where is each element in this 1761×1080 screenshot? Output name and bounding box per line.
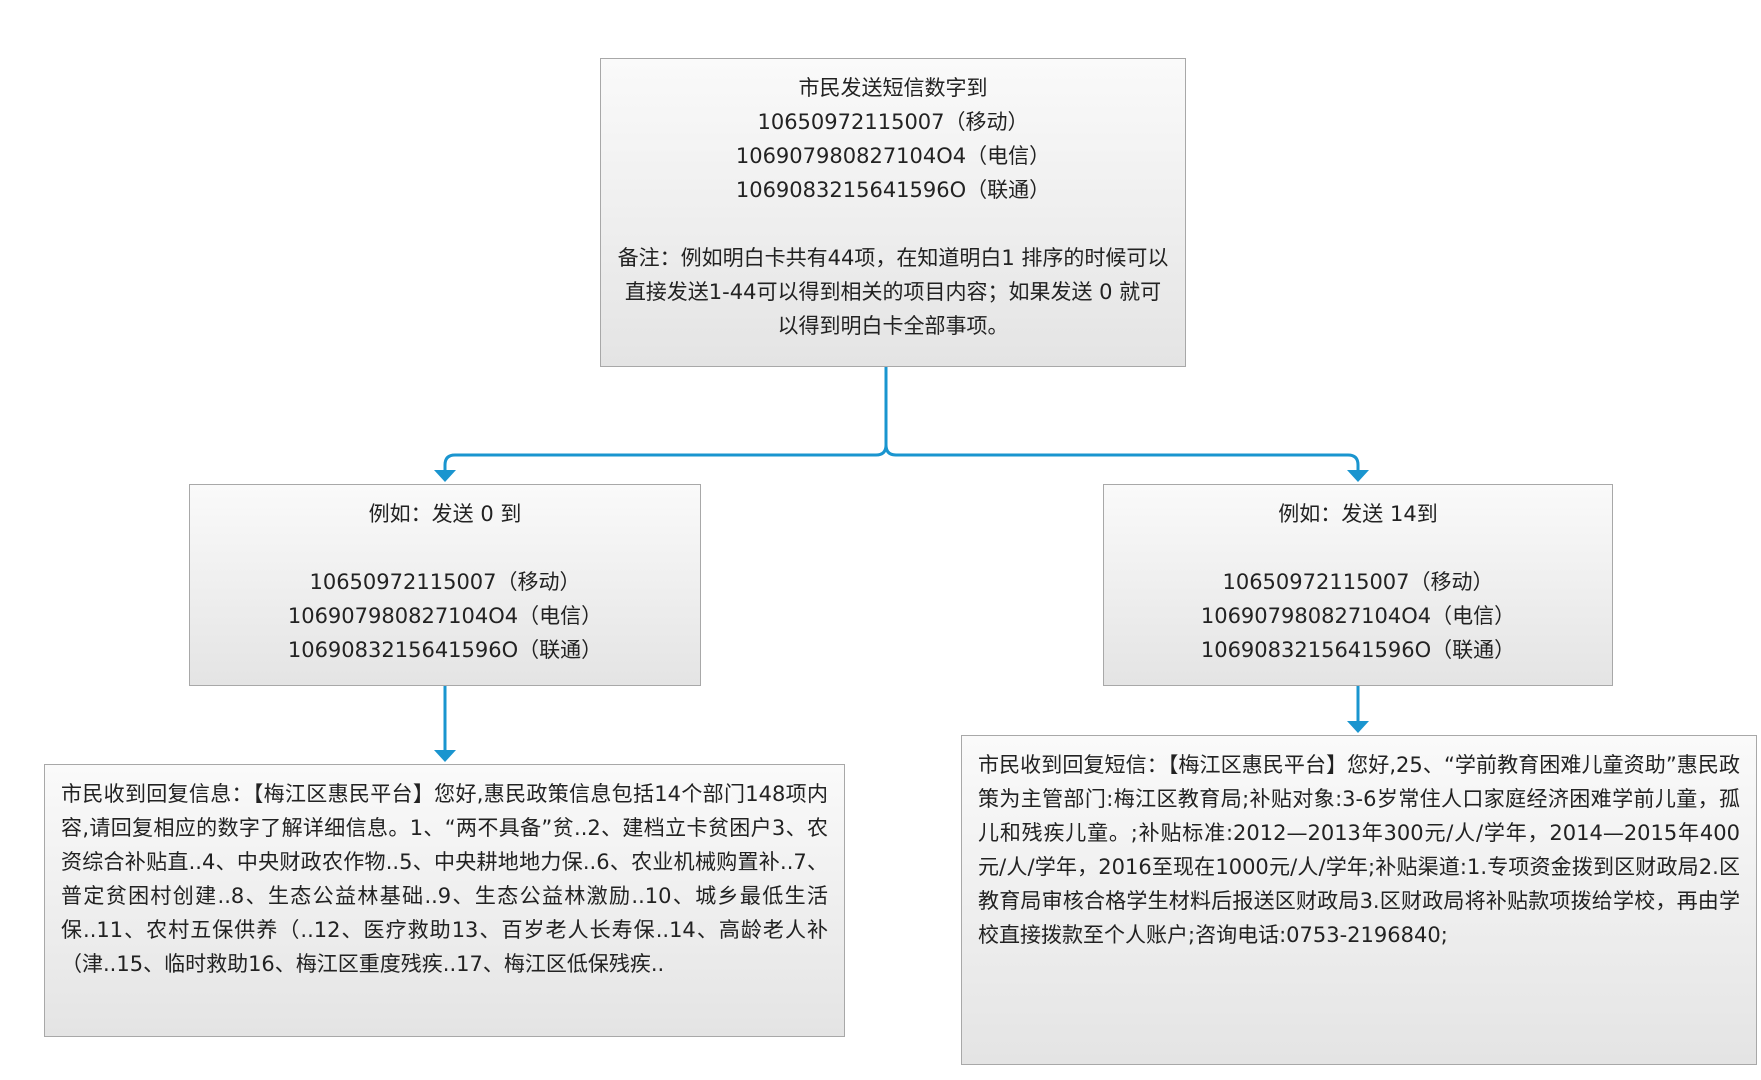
node-top-line-1: 市民发送短信数字到 (798, 76, 988, 100)
node-top-line-3: 106907980827104O4（电信） (735, 144, 1051, 168)
node-left-bottom-text: 市民收到回复信息：【梅江区惠民平台】您好,惠民政策信息包括14个部门148项内容… (61, 782, 828, 976)
node-top-line-2: 10650972115007（移动） (757, 110, 1029, 134)
node-left-mid-title: 例如：发送 0 到 (368, 502, 522, 526)
connector-top-to-right (884, 444, 1360, 472)
node-right-send-fourteen: 例如：发送 14到 10650972115007（移动） 10690798082… (1103, 484, 1613, 686)
node-top-note: 备注：例如明白卡共有44项，在知道明白1 排序的时候可以直接发送1-44可以得到… (617, 246, 1169, 338)
node-right-mid-line-3: 1069083215641596O（联通） (1200, 638, 1516, 662)
node-left-mid-line-2: 106907980827104O4（电信） (287, 604, 603, 628)
node-right-mid-title: 例如：发送 14到 (1278, 502, 1438, 526)
node-left-mid-line-3: 1069083215641596O（联通） (287, 638, 603, 662)
node-top-line-4: 1069083215641596O（联通） (735, 178, 1051, 202)
node-left-mid-line-1: 10650972115007（移动） (309, 570, 581, 594)
node-right-mid-line-1: 10650972115007（移动） (1222, 570, 1494, 594)
connector-top-to-left (443, 367, 888, 472)
arrowhead-right-mid (1347, 470, 1369, 482)
arrowhead-left-mid (434, 470, 456, 482)
node-left-send-zero: 例如：发送 0 到 10650972115007（移动） 10690798082… (189, 484, 701, 686)
node-right-mid-line-2: 106907980827104O4（电信） (1200, 604, 1516, 628)
arrowhead-right-bottom (1347, 721, 1369, 733)
node-right-bottom-text: 市民收到回复短信：【梅江区惠民平台】您好,25、“学前教育困难儿童资助”惠民政策… (978, 753, 1740, 947)
node-top-sms-instruction: 市民发送短信数字到 10650972115007（移动） 10690798082… (600, 58, 1186, 367)
node-left-reply-menu: 市民收到回复信息：【梅江区惠民平台】您好,惠民政策信息包括14个部门148项内容… (44, 764, 845, 1037)
arrowhead-left-bottom (434, 750, 456, 762)
node-right-reply-detail: 市民收到回复短信：【梅江区惠民平台】您好,25、“学前教育困难儿童资助”惠民政策… (961, 735, 1757, 1065)
